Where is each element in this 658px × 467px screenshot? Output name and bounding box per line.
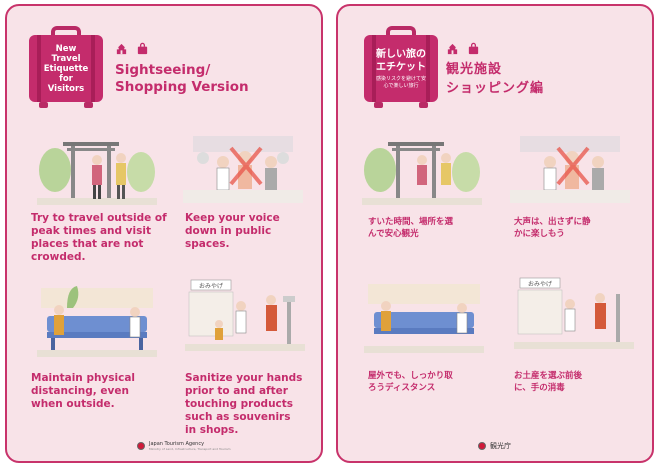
japanese-poster: 新しい旅のエチケット 感染リスクを避けて安心で楽しい旅行 観光施設 ショッピング… (336, 4, 654, 463)
tip-off-peak: Try to travel outside of peak times and … (31, 212, 167, 263)
agency-name: Japan Tourism Agency (149, 441, 205, 447)
agency-name-jp: 観光庁 (490, 442, 511, 450)
tip-quiet-voice-jp: 大声は、出さずに静かに楽しもう (514, 217, 591, 239)
tip-off-peak-jp: すいた時間、場所を選んで安心観光 (368, 217, 454, 239)
poster-title: Sightseeing/ Shopping Version (115, 62, 249, 96)
shopping-bag-icon (468, 42, 479, 55)
badge-subtext-jp: 感染リスクを避けて安心で楽しい旅行 (375, 75, 426, 89)
bench-distance-illustration (37, 286, 157, 357)
japan-tourism-agency-mark-icon (478, 442, 486, 450)
header-icons-jp (446, 42, 480, 55)
quiet-voice-illustration (183, 136, 303, 203)
japan-tourism-agency-mark-icon (137, 442, 145, 450)
tip-distancing: Maintain physical distancing, even when … (31, 372, 136, 410)
english-poster: New Travel Etiquette for Visitors Sights… (5, 4, 323, 463)
header-icons (115, 42, 149, 55)
shop-sign-jp: おみやげ (528, 280, 552, 288)
suitcase-badge: New Travel Etiquette for Visitors (29, 26, 103, 108)
suitcase-body: New Travel Etiquette for Visitors (29, 35, 103, 102)
tip-sanitize: Sanitize your hands prior to and after t… (185, 372, 303, 436)
quiet-voice-illustration-jp (510, 136, 630, 203)
agency-logo-jp: 観光庁 (478, 441, 511, 451)
shrine-walk-illustration-jp (362, 142, 482, 205)
title-line-1-jp: 観光施設 (446, 62, 503, 77)
badge-text: New Travel Etiquette for Visitors (43, 43, 89, 94)
title-line-1: Sightseeing/ (115, 62, 211, 78)
agency-subtitle: Ministry of Land, Infrastructure, Transp… (149, 447, 231, 451)
tip-distancing-jp: 屋外でも、しっかり取ろうディスタンス (368, 371, 453, 393)
castle-icon (116, 43, 127, 55)
agency-logo: Japan Tourism Agency Ministry of Land, I… (137, 441, 231, 451)
tip-quiet-voice: Keep your voice down in public spaces. (185, 212, 280, 250)
shopping-bag-icon (137, 42, 148, 55)
shop-sign: おみやげ (199, 282, 223, 290)
title-line-2-jp: ショッピング編 (446, 81, 545, 96)
title-line-2: Shopping Version (115, 79, 249, 95)
bench-distance-illustration-jp (364, 284, 484, 353)
hand-sanitizer-illustration-jp: おみやげ (514, 277, 634, 349)
poster-title-jp: 観光施設 ショッピング編 (446, 60, 544, 98)
suitcase-handle (51, 26, 81, 36)
hand-sanitizer-illustration: おみやげ (185, 279, 305, 351)
badge-text-jp: 新しい旅のエチケット (376, 48, 426, 73)
shrine-walk-illustration (37, 142, 157, 205)
tip-sanitize-jp: お土産を選ぶ前後に、手の消毒 (514, 371, 583, 393)
suitcase-badge-jp: 新しい旅のエチケット 感染リスクを避けて安心で楽しい旅行 (364, 26, 438, 108)
castle-icon (447, 43, 458, 55)
